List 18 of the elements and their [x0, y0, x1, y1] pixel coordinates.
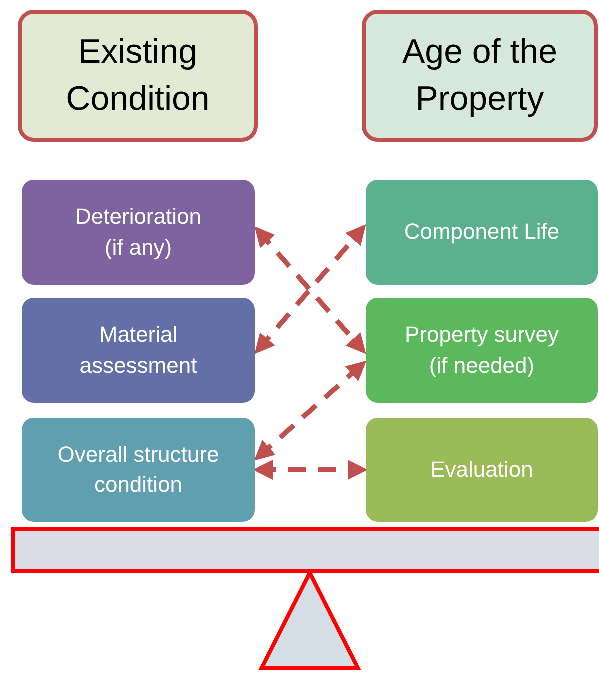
- box-label: Overall structure condition: [56, 440, 220, 499]
- process-box: [22, 180, 255, 285]
- header-box: [18, 10, 258, 142]
- process-box: [366, 418, 598, 522]
- box-label: Component Life: [404, 218, 560, 246]
- header-box: [362, 10, 598, 142]
- box-label: Deterioration (if any): [74, 203, 202, 262]
- process-box: [22, 298, 255, 403]
- double-arrow: [254, 360, 367, 461]
- box-label: Property survey (if needed): [404, 321, 560, 380]
- box-label: Age of the Property: [401, 32, 558, 120]
- process-box: [366, 298, 598, 403]
- process-box: [366, 180, 598, 285]
- box-label: Existing Condition: [65, 32, 211, 120]
- box-label: Material assessment: [78, 321, 198, 380]
- double-arrow: [253, 460, 368, 480]
- box-label: Evaluation: [430, 456, 534, 484]
- process-box: [22, 418, 255, 522]
